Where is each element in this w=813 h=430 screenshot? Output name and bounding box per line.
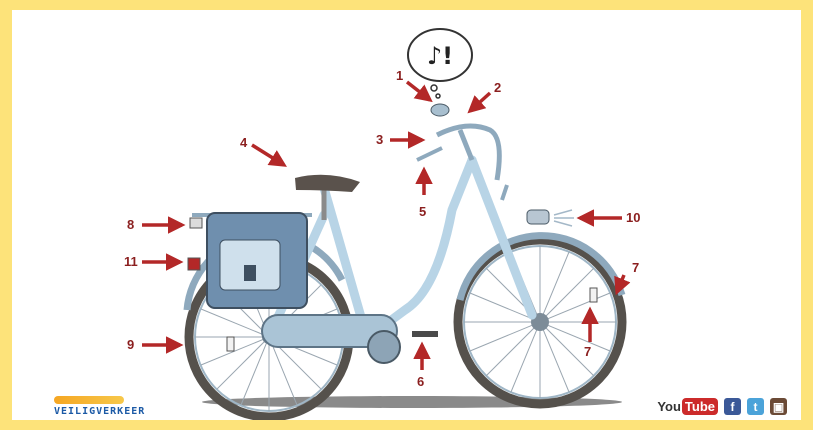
veiligverkeer-logo[interactable]: VEILIGVERKEER (54, 396, 145, 417)
svg-text:♪!: ♪! (427, 42, 453, 70)
callout-number-3: 3 (376, 132, 383, 147)
callout-number-1: 1 (396, 68, 403, 83)
youtube-you-label: You (657, 399, 681, 414)
chainring (368, 331, 400, 363)
instagram-icon[interactable]: ▣ (770, 398, 787, 415)
bicycle-illustration: ♪! (12, 10, 801, 420)
headlight (527, 210, 549, 224)
logo-text: VEILIGVERKEER (54, 406, 145, 417)
social-links: You Tube f t ▣ (657, 398, 787, 415)
callout-number-11: 11 (124, 254, 138, 269)
rear-light (188, 258, 200, 270)
light-beam (554, 210, 574, 226)
twitter-icon[interactable]: t (747, 398, 764, 415)
logo-swoosh (54, 396, 124, 404)
pedal (412, 331, 438, 337)
bell (431, 104, 449, 116)
callout-number-9: 9 (127, 337, 134, 352)
saddle (295, 175, 360, 192)
facebook-icon[interactable]: f (724, 398, 741, 415)
callout-number-7-reflector: 7 (584, 344, 591, 359)
callout-number-2: 2 (494, 80, 501, 95)
illustration-frame: ♪! 1 2 3 4 5 6 7 7 8 9 10 11 VEILIGVERKE… (12, 10, 801, 420)
youtube-tube-label: Tube (682, 398, 718, 415)
callout-number-5: 5 (419, 204, 426, 219)
callout-number-10: 10 (626, 210, 640, 225)
brake-lever (417, 148, 442, 160)
callout-number-4: 4 (240, 135, 247, 150)
rear-reflector (190, 218, 202, 228)
callout-number-8: 8 (127, 217, 134, 232)
speech-bubble-icon: ♪! (408, 29, 472, 98)
youtube-icon[interactable]: You Tube (657, 398, 718, 415)
callout-number-6: 6 (417, 374, 424, 389)
pannier-bag (207, 213, 307, 308)
callout-number-7-mudguard: 7 (632, 260, 639, 275)
